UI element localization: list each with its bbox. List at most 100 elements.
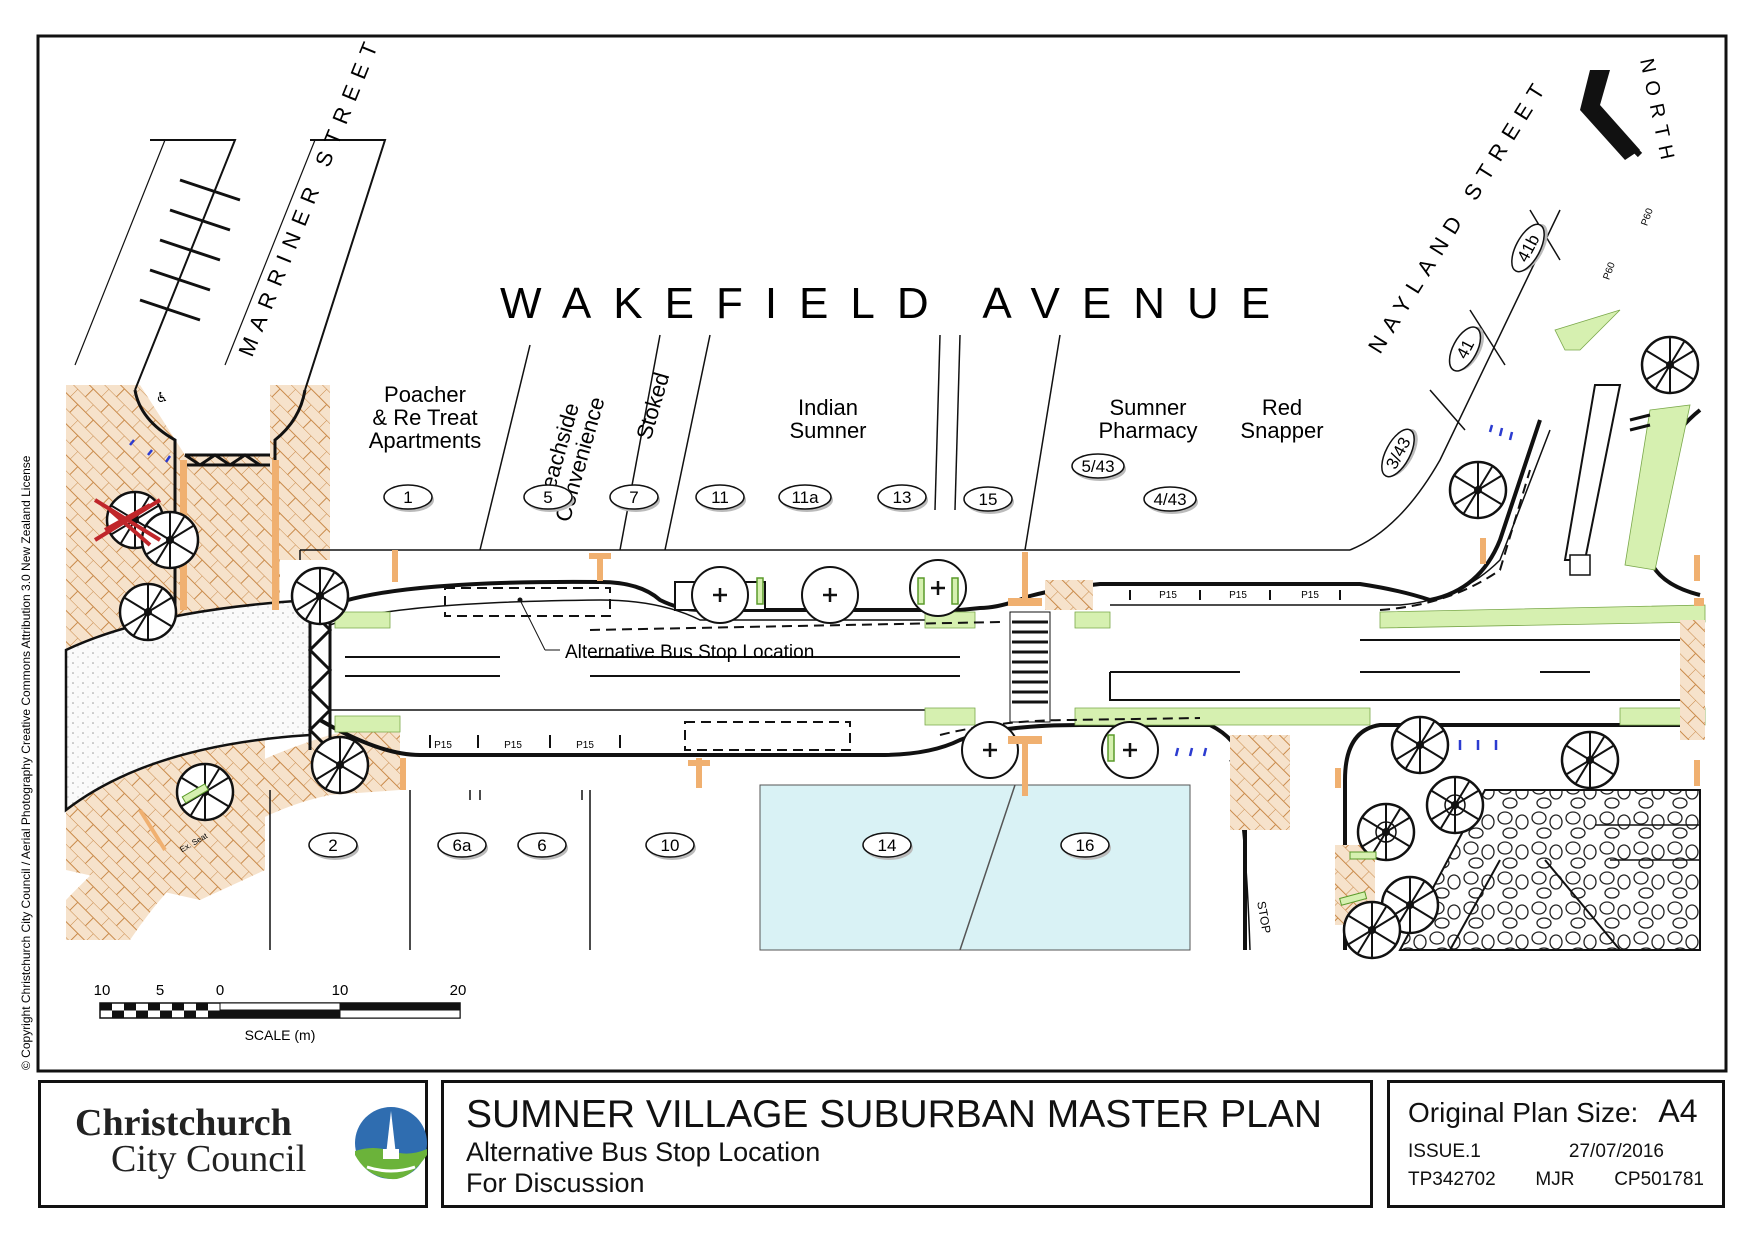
scale-segment xyxy=(172,1003,184,1011)
council-logo-icon xyxy=(355,1107,427,1180)
cp-number: CP501781 xyxy=(1614,1169,1704,1190)
scale-tick-0: 0 xyxy=(216,982,224,999)
scale-segment xyxy=(124,1003,136,1011)
scale-segment xyxy=(196,1003,208,1011)
title-block: SUMNER VILLAGE SUBURBAN MASTER PLAN Alte… xyxy=(441,1080,1373,1208)
property-number: 5 xyxy=(523,484,574,512)
parking-label: P15 xyxy=(576,740,594,751)
property-number-text: 2 xyxy=(328,836,337,855)
property-number: 4/43 xyxy=(1143,486,1198,514)
parking-label-nayland: P60 xyxy=(1639,206,1656,227)
drawn-by: MJR xyxy=(1535,1169,1575,1190)
parking-label: P15 xyxy=(504,740,522,751)
street-name-marriner: MARRINER STREET xyxy=(233,30,386,359)
pedestrian-crossing[interactable] xyxy=(1009,611,1051,723)
property-number-text: 10 xyxy=(661,836,680,855)
paved-area-right xyxy=(1230,735,1290,830)
business-line: & Re Treat xyxy=(372,405,477,430)
business-line: Sumner xyxy=(1109,395,1186,420)
copyright-notice: © Copyright Christchurch City Council / … xyxy=(19,455,33,1070)
business-line: Apartments xyxy=(369,428,482,453)
property-number-text: 11 xyxy=(711,488,729,507)
property-number: 3/43 xyxy=(1381,428,1418,478)
plan-size-label: Original Plan Size: xyxy=(1408,1097,1639,1128)
garden-bed xyxy=(1398,789,1701,951)
north-label: NORTH xyxy=(1635,56,1680,169)
stop-marking: STOP xyxy=(1254,900,1273,934)
business-label-stoked: Stoked xyxy=(631,370,674,443)
logo-line1: Christchurch xyxy=(75,1102,292,1144)
scale-segment xyxy=(184,1003,196,1011)
info-block: Original Plan Size: A4 ISSUE.1 27/07/201… xyxy=(1387,1080,1725,1208)
issue-date: 27/07/2016 xyxy=(1568,1141,1664,1162)
street-name-wakefield: WAKEFIELD AVENUE xyxy=(500,279,1292,328)
scale-tick-10-left: 10 xyxy=(94,982,111,999)
scale-segment xyxy=(160,1003,172,1011)
street-name-nayland: NAYLAND STREET xyxy=(1363,72,1554,358)
bus-stop-annotation: Alternative Bus Stop Location xyxy=(565,642,814,663)
scale-segment xyxy=(100,1003,112,1011)
scale-segment xyxy=(148,1003,160,1011)
bike-lanes xyxy=(334,309,1706,733)
parking-label-nayland: P60 xyxy=(1601,260,1618,281)
property-number: 2 xyxy=(308,832,359,860)
property-number: 13 xyxy=(877,484,928,512)
business-line: Snapper xyxy=(1240,418,1323,443)
scale-label: SCALE (m) xyxy=(245,1027,316,1043)
cycle-stands xyxy=(129,424,1514,757)
removed-trees-icon xyxy=(93,498,162,547)
parking-label: P15 xyxy=(1159,590,1177,601)
scale-segment xyxy=(136,1010,148,1018)
property-number: 5/43 xyxy=(1071,453,1126,481)
scale-segment xyxy=(136,1003,148,1011)
logo-line2: City Council xyxy=(111,1138,307,1180)
property-number-text: 13 xyxy=(893,488,912,507)
marriner-street xyxy=(134,139,387,391)
parking-label: P15 xyxy=(1301,590,1319,601)
scale-segment xyxy=(112,1010,124,1018)
property-number: 6a xyxy=(437,832,488,860)
scale-segment xyxy=(112,1003,124,1011)
scale-segment xyxy=(196,1010,208,1018)
scale-tick-10: 10 xyxy=(332,982,349,999)
issue-number: ISSUE.1 xyxy=(1408,1141,1481,1162)
scale-segment xyxy=(160,1010,172,1018)
business-line: Pharmacy xyxy=(1098,418,1197,443)
property-boundaries-south xyxy=(269,790,591,950)
property-number: 6 xyxy=(517,832,568,860)
parking-bays-south xyxy=(429,735,621,748)
property-number-text: 6a xyxy=(453,836,472,855)
drawing-frame xyxy=(36,34,1728,1073)
business-line: Poacher xyxy=(384,382,466,407)
svg-text:♿: ♿ xyxy=(156,389,169,405)
parking-label: P15 xyxy=(1229,590,1247,601)
property-boundaries-north xyxy=(299,209,1561,560)
scale-segment xyxy=(184,1010,196,1018)
parking-bays-north xyxy=(1129,590,1341,600)
scale-segment xyxy=(124,1010,136,1018)
business-line: Stoked xyxy=(631,370,674,443)
scale-tick-20: 20 xyxy=(450,982,467,999)
scale-segment xyxy=(100,1010,112,1018)
property-number: 7 xyxy=(609,484,660,512)
business-line: Sumner xyxy=(789,418,866,443)
north-arrow-icon xyxy=(1580,70,1643,160)
property-number-text: 16 xyxy=(1076,836,1095,855)
plan-size-value: A4 xyxy=(1658,1093,1698,1129)
lane-markings xyxy=(345,639,1700,701)
business-line: Indian xyxy=(798,395,858,420)
property-number-text: 14 xyxy=(878,836,897,855)
business-line: Red xyxy=(1262,395,1302,420)
scale-segment xyxy=(172,1010,184,1018)
scale-tick-5: 5 xyxy=(156,982,164,999)
property-number-text: 5/43 xyxy=(1081,457,1114,476)
council-wordmark: Christchurch City Council xyxy=(75,1102,307,1180)
property-number: 11a xyxy=(778,484,833,512)
parking-label: P15 xyxy=(434,740,452,751)
property-number: 41 xyxy=(1448,326,1485,372)
